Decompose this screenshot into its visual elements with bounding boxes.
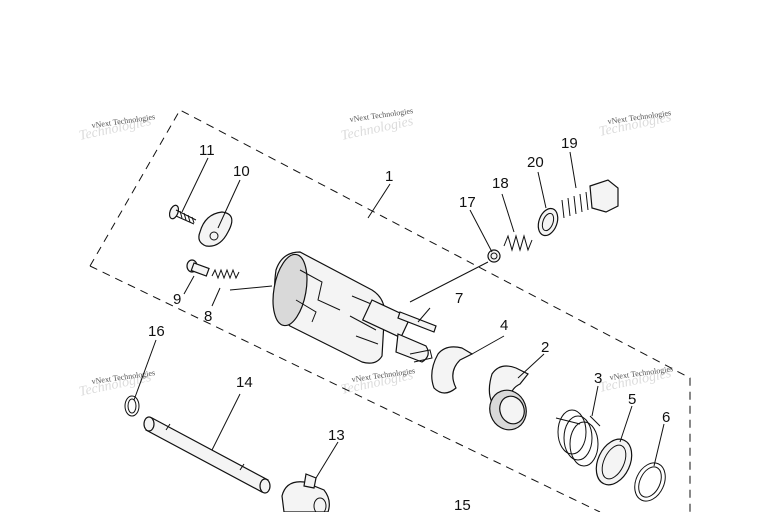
callout-1: 1: [385, 168, 393, 185]
part-7-pin: [397, 311, 437, 333]
callout-16: 16: [148, 323, 165, 340]
part-9-pin: [186, 259, 210, 277]
callout-13: 13: [328, 427, 345, 444]
leader-lines: [133, 151, 665, 479]
part-11-screw: [168, 204, 197, 225]
callout-2: 2: [541, 339, 549, 356]
part-1-shift-drum: [272, 251, 433, 364]
part-20-washer: [537, 207, 559, 237]
callout-15: 15: [454, 497, 471, 512]
callout-17: 17: [459, 194, 476, 211]
callout-10: 10: [233, 163, 250, 180]
part-4-plate: [431, 346, 474, 394]
part-13-shift-lever: [281, 473, 330, 512]
callout-20: 20: [527, 154, 544, 171]
callout-7: 7: [455, 290, 463, 307]
part-8-spring: [211, 268, 240, 280]
part-19-bolt: [561, 179, 619, 219]
callout-9: 9: [173, 291, 181, 308]
part-10-plate: [198, 211, 233, 247]
assembly-15-boundary: [89, 265, 601, 512]
callout-6: 6: [662, 409, 670, 426]
callout-14: 14: [236, 374, 253, 391]
part-14-shaft: [143, 416, 271, 494]
callout-8: 8: [204, 308, 212, 325]
callout-4: 4: [500, 317, 508, 334]
callout-19: 19: [561, 135, 578, 152]
part-18-spring: [503, 234, 533, 252]
callout-11: 11: [199, 142, 215, 159]
part-3-spring: [555, 409, 601, 467]
callout-3: 3: [594, 370, 602, 387]
part-17-ring: [487, 249, 501, 263]
part-5-washer: [595, 438, 633, 486]
part-2-segment: [488, 365, 529, 431]
callout-18: 18: [492, 175, 509, 192]
part-6-circlip: [634, 462, 666, 502]
assembly-1-boundary: [89, 109, 691, 512]
callout-labels: 1 2 3 4 5 6 7 8 9 10 11 13 14 15 16 17 1…: [148, 135, 670, 512]
part-16-circlip: [124, 395, 140, 417]
callout-5: 5: [628, 391, 636, 408]
